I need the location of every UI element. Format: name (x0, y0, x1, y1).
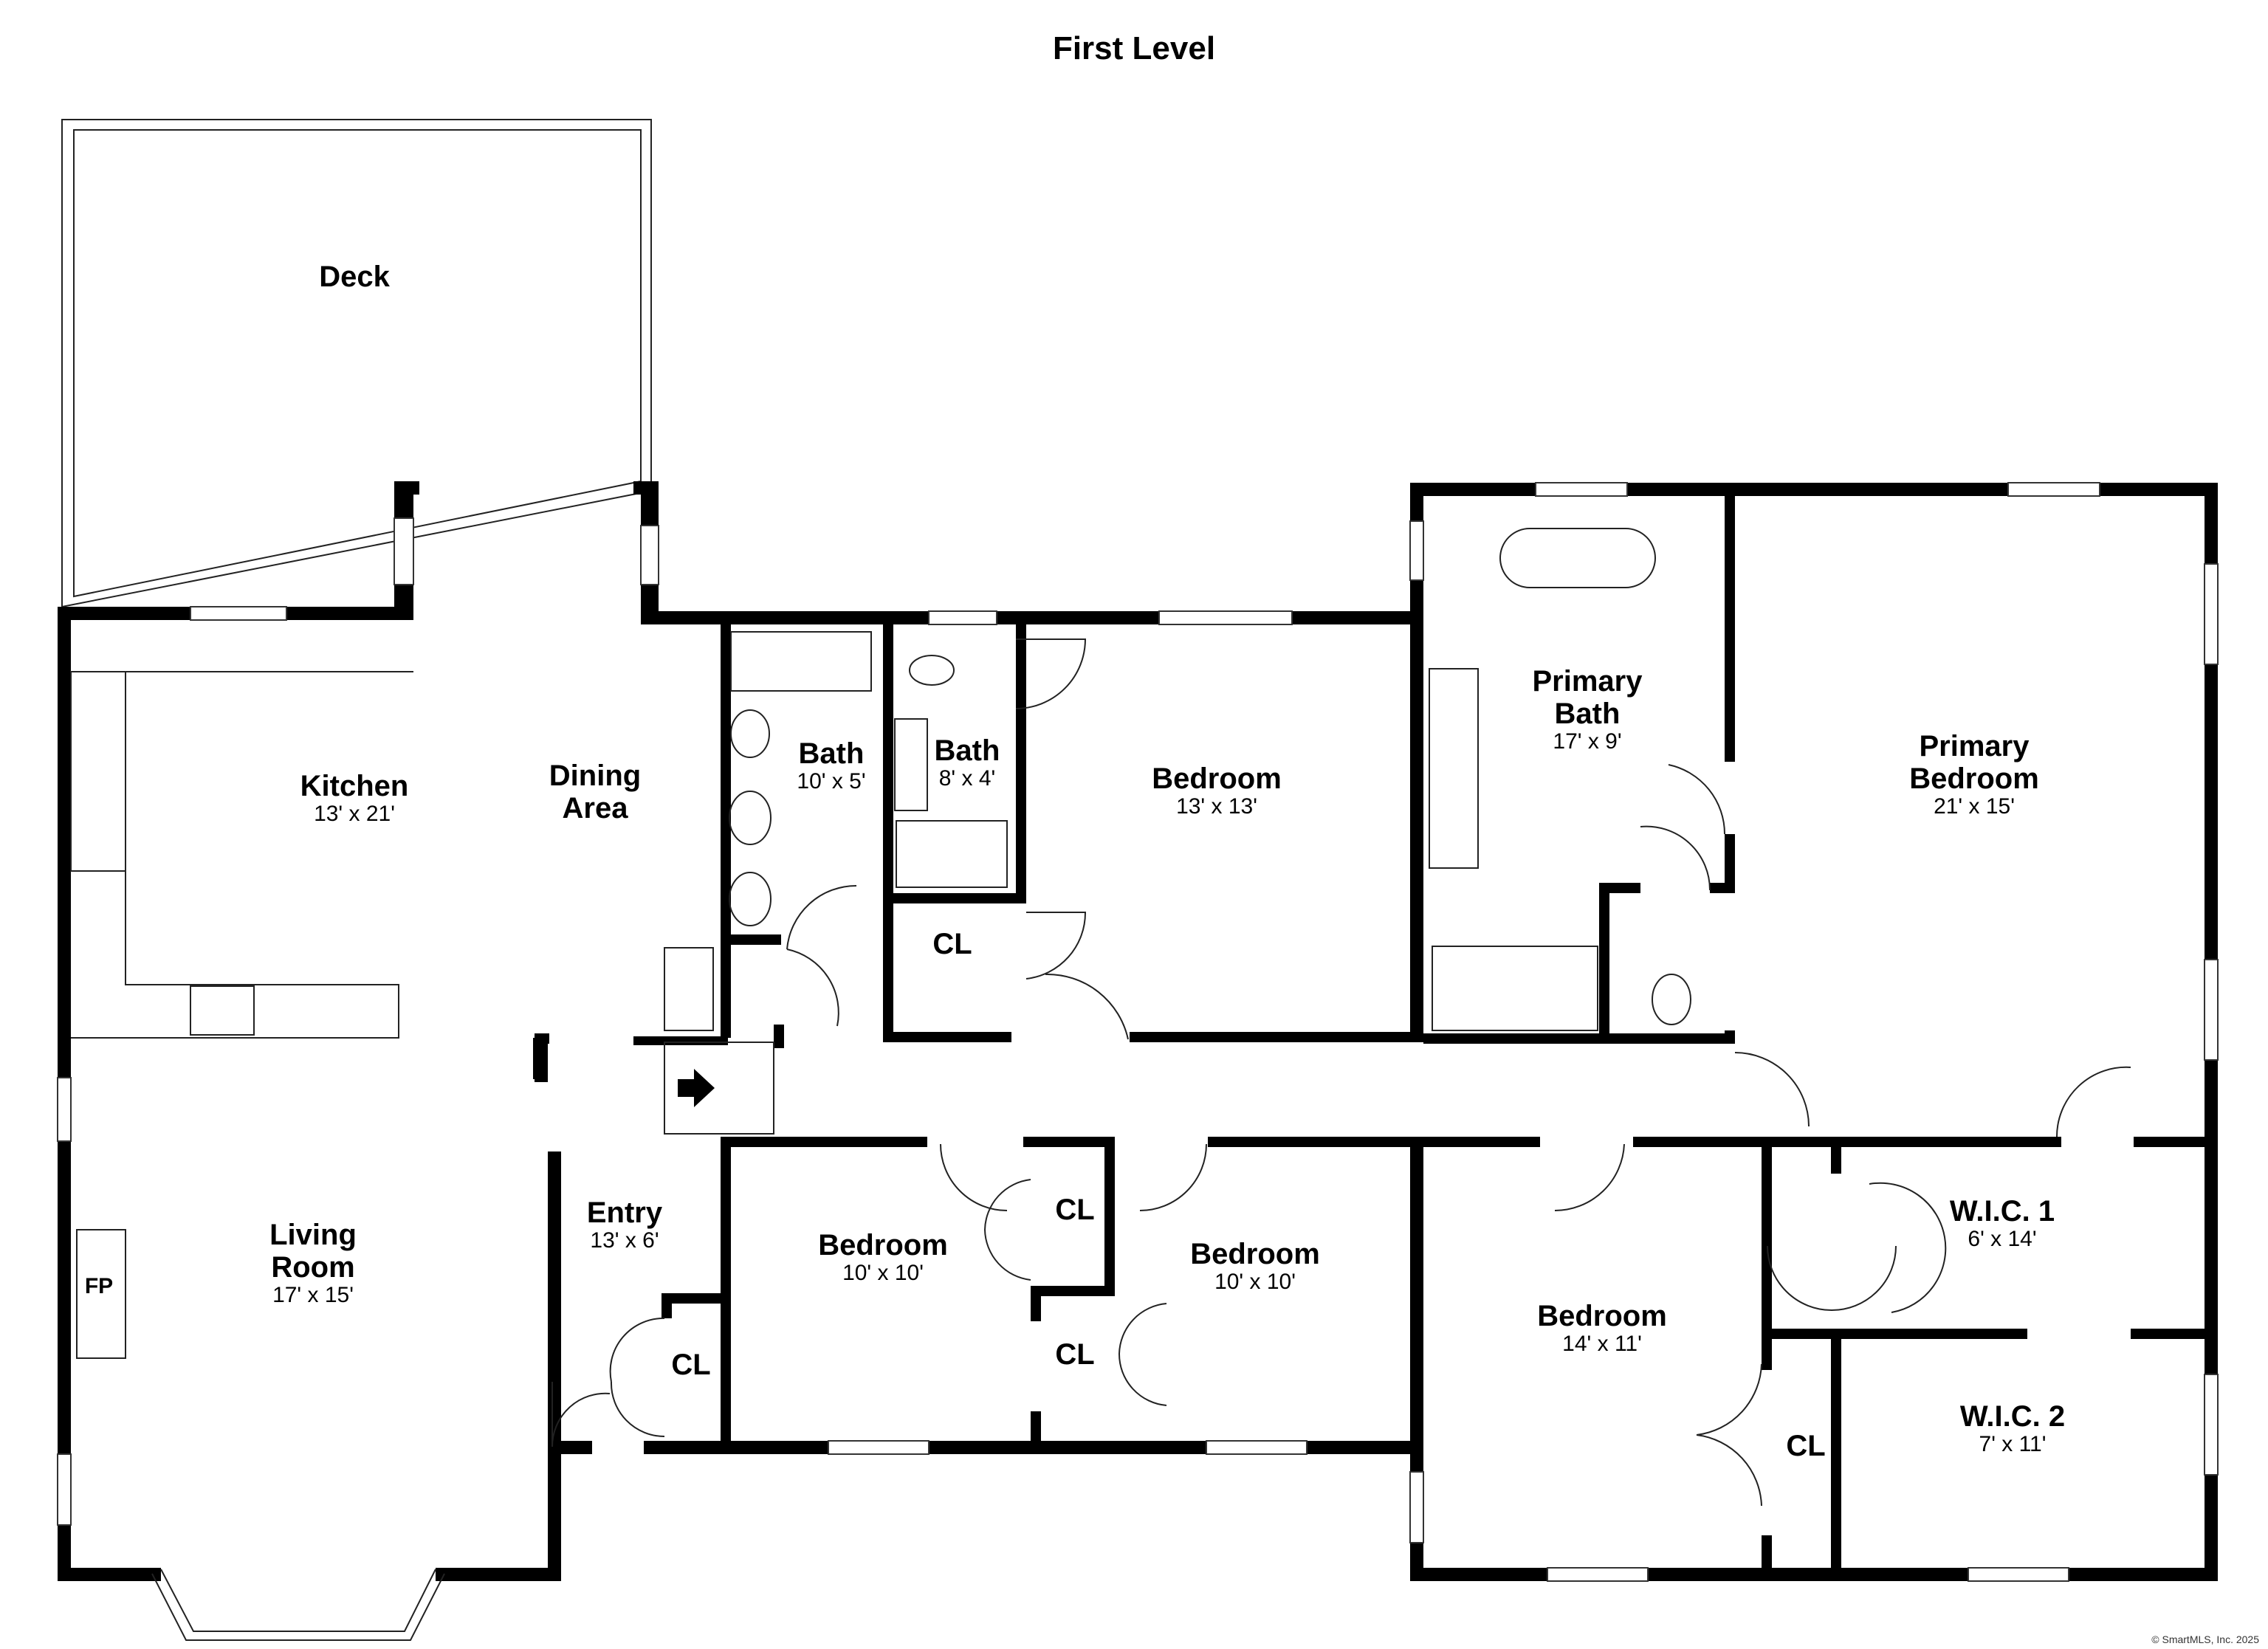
kitchen-label: Kitchen (300, 770, 409, 802)
bedroom-se-dimensions: 14' x 11' (1562, 1332, 1642, 1356)
dining-label-line1: Dining (549, 760, 641, 792)
primary-bedroom-dimensions: 21' x 15' (1934, 794, 2015, 819)
bedroom-nc-dimensions: 13' x 13' (1176, 794, 1257, 819)
closet-sc-label: CL (1055, 1338, 1094, 1371)
primary-bath-label-line1: Primary (1533, 665, 1643, 698)
bath1-label: Bath (799, 737, 865, 770)
closet-mid-label: CL (1055, 1194, 1094, 1226)
closet-se-label: CL (1786, 1430, 1825, 1462)
living-label-line2: Room (271, 1251, 354, 1284)
bedroom-sw-dimensions: 10' x 10' (842, 1261, 924, 1285)
dining-label-line2: Area (563, 792, 629, 824)
bath1-dimensions: 10' x 5' (797, 769, 865, 793)
bath2-dimensions: 8' x 4' (939, 766, 996, 791)
copyright-text: © SmartMLS, Inc. 2025 (2151, 1633, 2259, 1645)
door-swings (551, 638, 2131, 1507)
bedroom-sc-dimensions: 10' x 10' (1214, 1270, 1296, 1294)
fireplace-label: FP (85, 1274, 113, 1298)
wic2-dimensions: 7' x 11' (1979, 1432, 2047, 1456)
wic1-label: W.I.C. 1 (1950, 1195, 2055, 1228)
primary-bedroom-label-line2: Bedroom (1909, 762, 2039, 795)
closet-entry-label: CL (671, 1349, 710, 1381)
primary-bath-label-line2: Bath (1555, 698, 1621, 730)
windows (57, 482, 2219, 1582)
primary-bedroom-label-line1: Primary (1920, 730, 2030, 762)
entry-dimensions: 13' x 6' (590, 1228, 659, 1253)
closet-hall-label: CL (932, 928, 972, 960)
stairs-arrow-icon (678, 1069, 715, 1107)
bath2-label: Bath (935, 734, 1000, 767)
living-label-line1: Living (269, 1219, 357, 1251)
bedroom-nc-label: Bedroom (1152, 762, 1282, 795)
plan-title: First Level (1053, 30, 1215, 66)
wic1-dimensions: 6' x 14' (1968, 1227, 2036, 1251)
fixtures (70, 528, 1691, 1359)
walls (58, 481, 2218, 1581)
living-dimensions: 17' x 15' (272, 1283, 354, 1307)
deck-label: Deck (319, 261, 390, 293)
wic2-label: W.I.C. 2 (1960, 1400, 2065, 1433)
primary-bath-dimensions: 17' x 9' (1553, 729, 1621, 754)
bay-window (151, 1569, 445, 1641)
entry-label: Entry (587, 1197, 663, 1229)
deck-outline (61, 119, 652, 608)
bedroom-sc-label: Bedroom (1190, 1238, 1320, 1270)
kitchen-dimensions: 13' x 21' (314, 802, 395, 826)
bedroom-sw-label: Bedroom (818, 1229, 948, 1261)
bedroom-se-label: Bedroom (1537, 1300, 1667, 1332)
